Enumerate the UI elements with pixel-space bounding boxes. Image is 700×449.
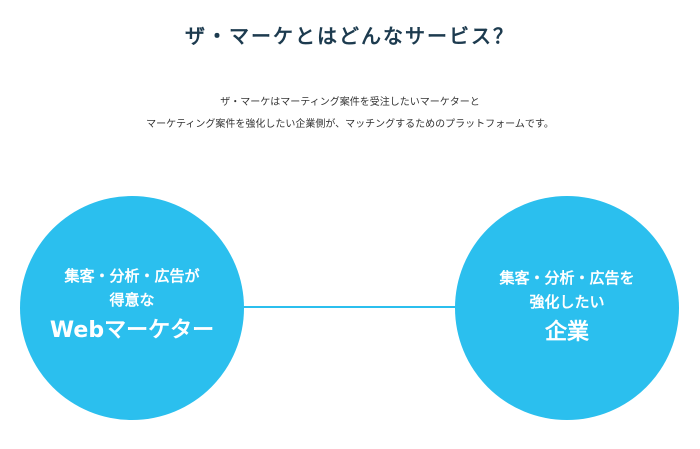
description-line-2: マーケティング案件を強化したい企業側が、マッチングするためのプラットフォームです… <box>146 119 554 130</box>
connector-line <box>240 306 460 308</box>
marketer-circle-line-1: 集客・分析・広告が <box>64 267 200 285</box>
marketer-circle-headline: Webマーケター <box>49 318 215 343</box>
marketer-circle: 集客・分析・広告が 得意な Webマーケター <box>20 196 244 420</box>
company-circle-line-2: 強化したい <box>529 293 605 311</box>
description-line-1: ザ・マーケはマーティング案件を受注したいマーケターと <box>220 97 480 108</box>
page-title: ザ・マーケとはどんなサービス？ <box>185 24 515 48</box>
company-circle: 集客・分析・広告を 強化したい 企業 <box>455 196 679 420</box>
company-circle-headline: 企業 <box>544 320 589 345</box>
marketer-circle-line-2: 得意な <box>109 291 155 309</box>
service-description: ザ・マーケはマーティング案件を受注したいマーケターと マーケティング案件を強化し… <box>0 92 700 136</box>
company-circle-line-1: 集客・分析・広告を <box>499 269 635 287</box>
